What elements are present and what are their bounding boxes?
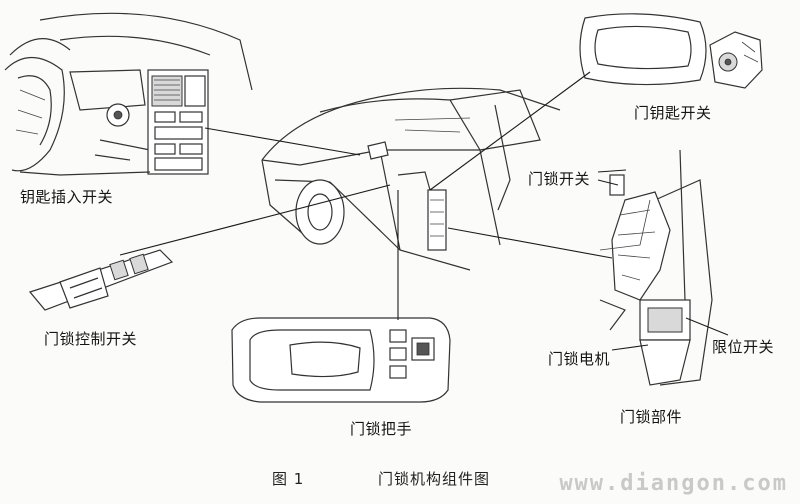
- door-lock-parts-illustration: [599, 149, 713, 386]
- door-lock-control-switch-illustration: [28, 249, 174, 311]
- label-door-key-switch: 门钥匙开关: [634, 104, 712, 122]
- label-key-insert-switch: 钥匙插入开关: [20, 188, 114, 206]
- label-door-lock-handle: 门锁把手: [350, 420, 413, 438]
- leader-lines: [119, 71, 729, 351]
- label-door-lock-switch: 门锁开关: [528, 170, 591, 188]
- watermark: www.diangon.com: [559, 471, 788, 496]
- dashboard-illustration: [4, 12, 253, 176]
- figure-number: 图 1: [272, 470, 305, 488]
- car-body-illustration: [261, 87, 561, 271]
- label-door-lock-control-switch: 门锁控制开关: [44, 330, 138, 348]
- figure-title: 门锁机构组件图: [378, 470, 491, 488]
- door-key-switch-illustration: [579, 13, 763, 89]
- door-lock-handle-illustration: [231, 317, 451, 403]
- label-limit-switch: 限位开关: [712, 338, 775, 356]
- label-door-lock-parts: 门锁部件: [620, 408, 683, 426]
- label-door-lock-motor: 门锁电机: [548, 350, 611, 368]
